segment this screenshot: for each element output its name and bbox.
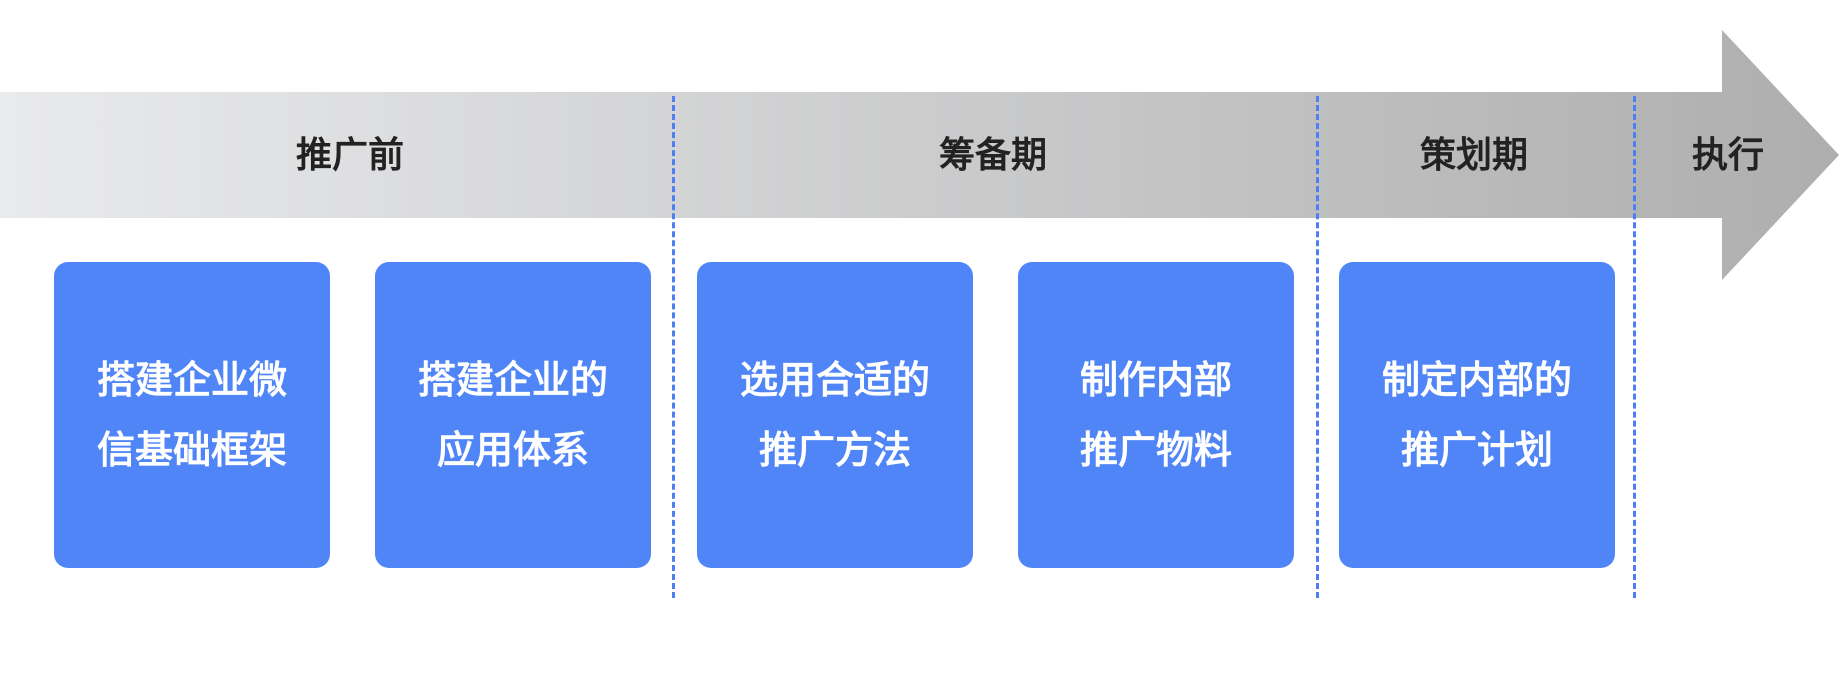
step-card-text-line2: 推广方法 <box>758 428 911 472</box>
step-card-text-line1: 制定内部的 <box>1381 358 1572 402</box>
phase-divider-1 <box>672 96 675 598</box>
step-card-text-line1: 选用合适的 <box>739 358 930 402</box>
step-card-text-line2: 应用体系 <box>436 428 589 472</box>
step-card-text-line1: 制作内部 <box>1079 358 1232 402</box>
phase-label-planning: 策划期 <box>1419 135 1528 176</box>
phase-label-preparation: 筹备期 <box>938 135 1047 176</box>
step-card-text-line2: 推广计划 <box>1400 428 1553 472</box>
phase-divider-2 <box>1316 96 1319 598</box>
step-card-text-line2: 推广物料 <box>1079 428 1232 472</box>
step-card-text-line1: 搭建企业的 <box>417 358 608 402</box>
step-card-promotion-materials: 制作内部 推广物料 <box>1018 262 1294 568</box>
step-card-application-system: 搭建企业的 应用体系 <box>375 262 651 568</box>
step-card-text-line2: 信基础框架 <box>96 428 287 472</box>
step-card-text-line1: 搭建企业微 <box>96 358 287 402</box>
timeline-arrow-shape <box>0 30 1839 280</box>
phase-divider-3 <box>1633 96 1636 598</box>
phase-label-before: 推广前 <box>295 135 404 176</box>
step-card-promotion-method: 选用合适的 推广方法 <box>697 262 973 568</box>
phase-label-execution: 执行 <box>1691 135 1764 176</box>
step-card-framework: 搭建企业微 信基础框架 <box>54 262 330 568</box>
step-card-promotion-plan: 制定内部的 推广计划 <box>1339 262 1615 568</box>
